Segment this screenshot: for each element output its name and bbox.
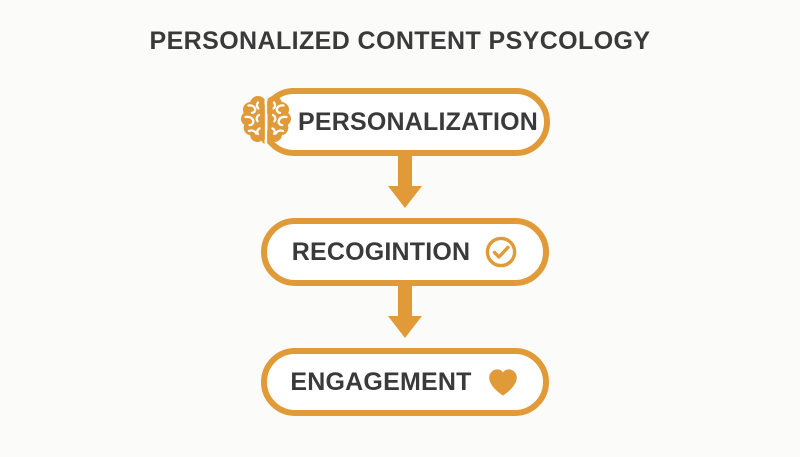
arrow-down-icon bbox=[382, 286, 428, 348]
arrow-down-icon bbox=[382, 156, 428, 218]
flow-step-engagement[interactable]: ENGAGEMENT bbox=[261, 348, 549, 416]
flow-step-label: PERSONALIZATION bbox=[297, 107, 539, 136]
flow-step-label: RECOGINTION bbox=[291, 237, 471, 266]
heart-icon bbox=[486, 365, 520, 399]
check-circle-icon bbox=[484, 235, 518, 269]
flow-step-personalization[interactable]: PERSONALIZATION bbox=[240, 88, 550, 156]
brain-icon bbox=[238, 93, 294, 151]
flow-step-label: ENGAGEMENT bbox=[290, 367, 472, 396]
page-title: PERSONALIZED CONTENT PSYCOLOGY bbox=[149, 27, 651, 55]
flow-diagram: PERSONALIZATION RECOGINTION bbox=[240, 88, 560, 416]
flow-step-recognition[interactable]: RECOGINTION bbox=[261, 218, 549, 286]
